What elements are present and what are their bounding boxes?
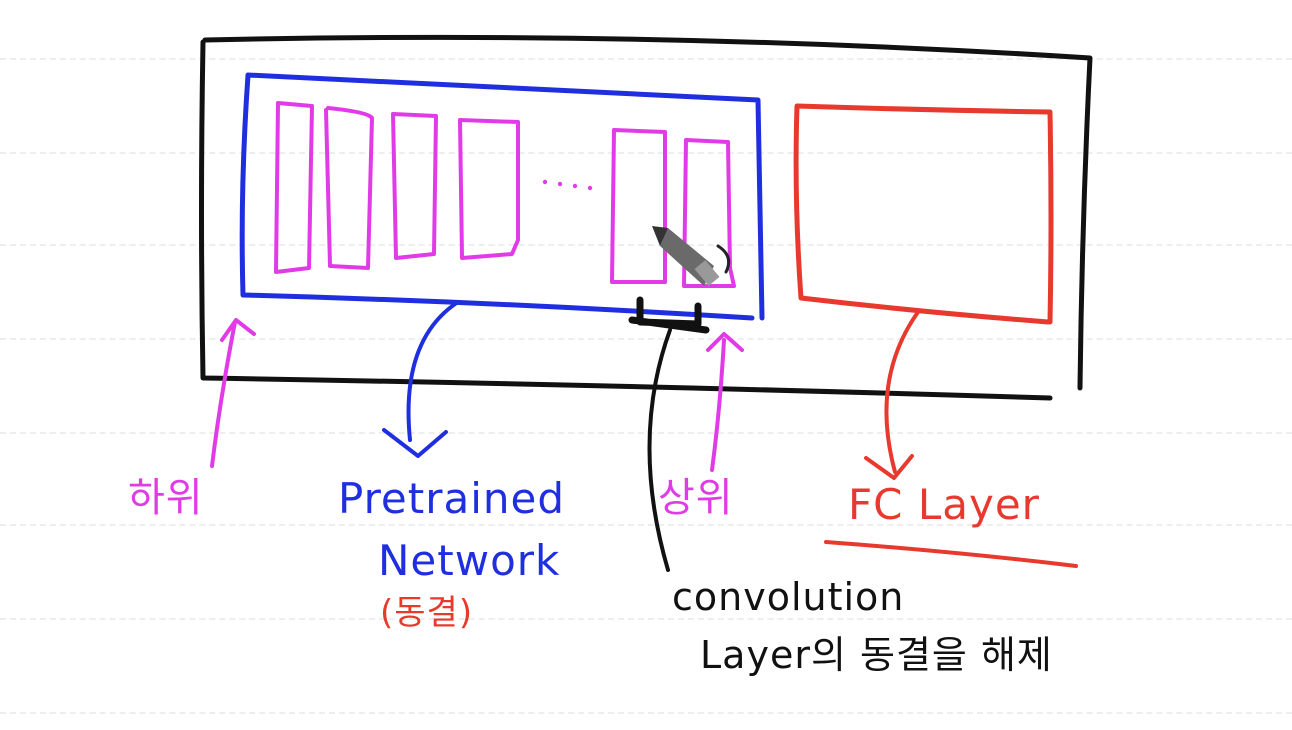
guide-line [0, 618, 1292, 620]
pretrained-label: Pretrained [338, 474, 566, 523]
pretrained-network-box [239, 72, 765, 321]
guide-line [0, 338, 1292, 340]
conv-bracket [628, 296, 710, 334]
fc-arrow [864, 310, 920, 480]
pen-cursor-icon [652, 226, 731, 286]
conv-arrow [647, 328, 672, 572]
guide-line [0, 712, 1292, 714]
guide-line [0, 432, 1292, 434]
layer-block [324, 106, 374, 270]
layer-blocks [274, 101, 736, 288]
guide-line [0, 58, 1292, 60]
fc-underline [824, 540, 1078, 568]
layer-block [610, 128, 667, 284]
lower-arrow [210, 318, 256, 468]
frozen-label: (동결) [380, 593, 474, 633]
model-frame [199, 34, 1093, 401]
pretrained-arrow [382, 300, 460, 458]
layer-block [274, 101, 314, 274]
convolution-label: convolution [672, 575, 905, 619]
layer-block [391, 112, 438, 260]
fc-layer-label: FC Layer [848, 480, 1040, 529]
fc-layer-box [793, 103, 1054, 325]
lower-layer-label: 하위 [128, 475, 204, 521]
guide-line [0, 152, 1292, 154]
ellipsis-dots [542, 179, 593, 191]
layer-block [458, 118, 520, 260]
guide-line [0, 524, 1292, 526]
network-label: Network [378, 536, 561, 585]
upper-arrow [706, 332, 744, 472]
guide-line [0, 244, 1292, 246]
upper-layer-label: 상위 [658, 475, 734, 521]
unfreeze-label: Layer의 동결을 해제 [700, 633, 1053, 677]
